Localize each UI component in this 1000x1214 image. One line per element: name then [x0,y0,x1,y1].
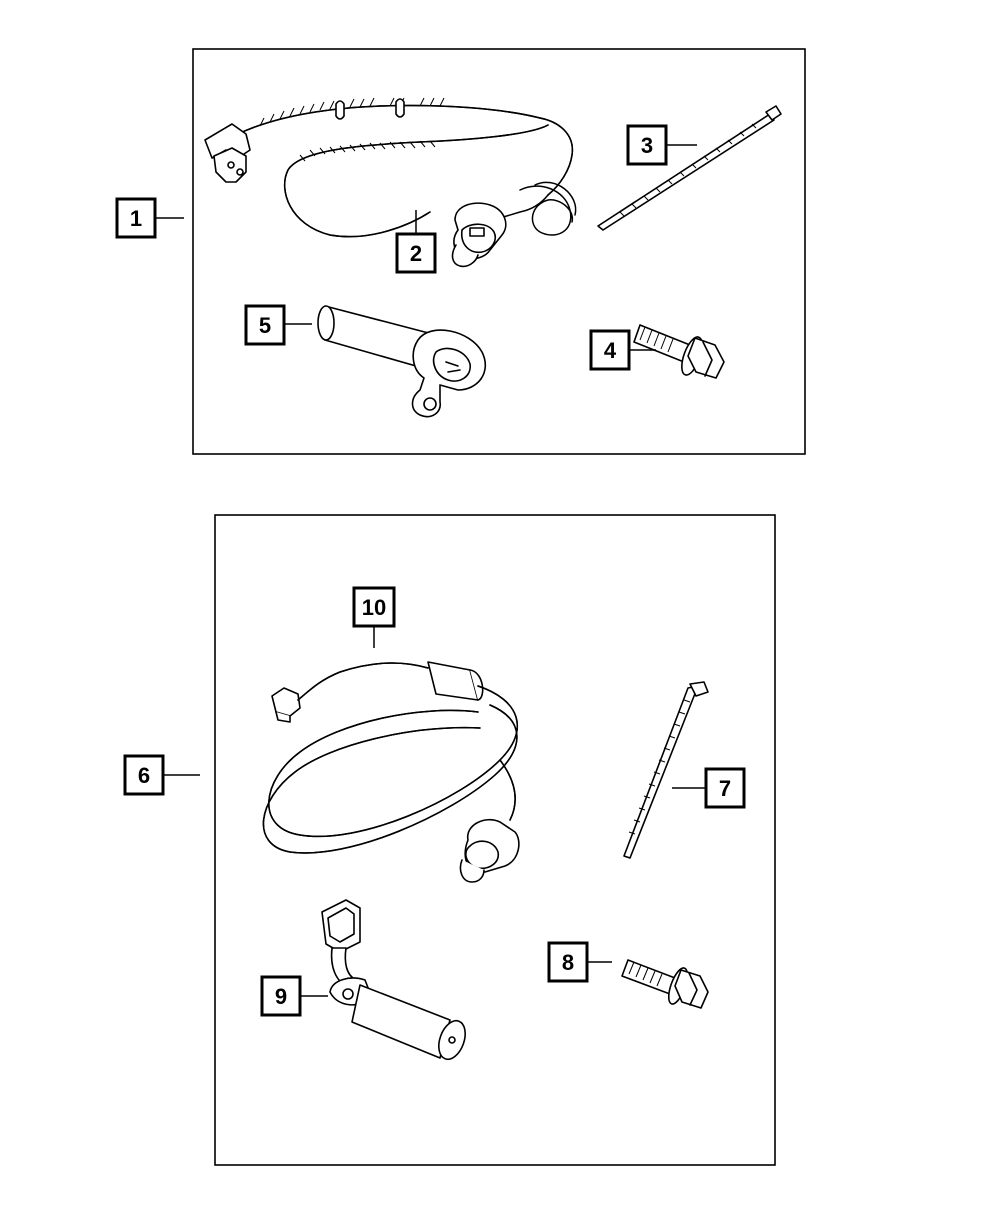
callout-10: 10 [352,586,396,648]
callout-5: 5 [244,304,312,346]
callout-10-label: 10 [362,595,386,620]
kit-1-frame [192,48,806,455]
cable-tie-part-3 [597,105,782,231]
callout-8: 8 [547,941,612,983]
callout-4: 4 [589,329,656,371]
callout-2: 2 [395,210,437,274]
callout-6-label: 6 [138,763,150,788]
callout-7-label: 7 [719,776,731,801]
wiring-harness-part [204,97,577,268]
callout-6: 6 [123,754,200,796]
callout-1-label: 1 [130,206,142,231]
sensor-harness-part-10 [262,661,520,883]
bolt-part-8 [621,959,709,1009]
heater-element-part-5 [317,305,487,418]
callout-3: 3 [626,124,697,166]
callout-8-label: 8 [562,950,574,975]
callout-3-label: 3 [641,133,653,158]
cable-tie-part-7 [623,681,709,859]
heater-element-part-9 [321,899,466,1061]
callout-7: 7 [672,767,746,809]
kit-6-frame [214,514,776,1166]
callout-1: 1 [115,197,184,239]
callout-9-label: 9 [275,984,287,1009]
callout-9: 9 [260,975,328,1017]
callout-2-label: 2 [410,241,422,266]
callout-5-label: 5 [259,313,271,338]
callout-4-label: 4 [604,338,617,363]
bolt-part-4 [633,324,725,379]
